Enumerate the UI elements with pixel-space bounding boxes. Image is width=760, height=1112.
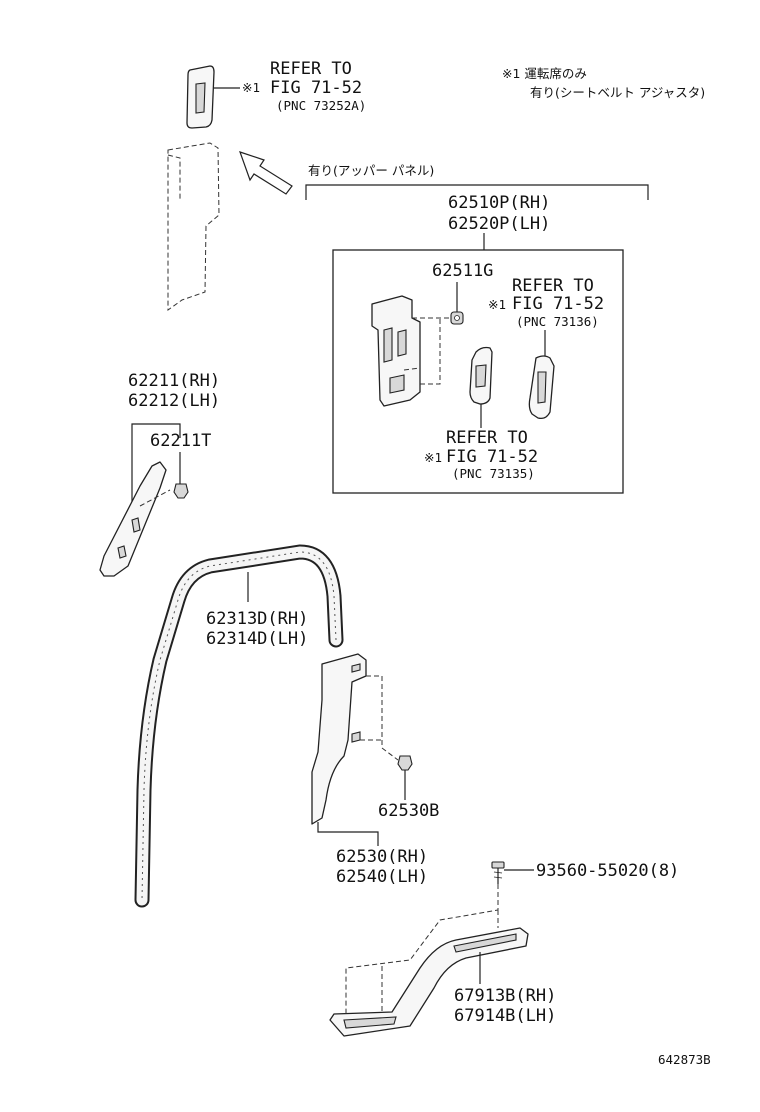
ref-top-line2: FIG 71-52 xyxy=(270,78,362,98)
clip-62511g xyxy=(450,311,464,325)
note-mark-mid: ※1 xyxy=(488,297,506,312)
clip-62211t xyxy=(173,483,189,499)
bracket-62211 xyxy=(131,423,181,520)
label-67913b: 67913B(RH) xyxy=(454,986,556,1006)
weatherstrip-62313d xyxy=(134,544,344,908)
ref-bot-line1: REFER TO xyxy=(446,428,528,448)
a-pillar-garnish-62211 xyxy=(99,461,171,577)
belt-adjuster-cover-73136 xyxy=(528,355,555,420)
ref-mid-line1: REFER TO xyxy=(512,276,594,296)
note-line2: 有り(シートベルト アジャスタ) xyxy=(530,85,705,100)
belt-bezel-73135 xyxy=(469,346,493,405)
label-62511g: 62511G xyxy=(432,261,493,281)
label-62520p: 62520P(LH) xyxy=(448,214,550,234)
drawing-number: 642873B xyxy=(658,1052,711,1067)
label-62510p: 62510P(RH) xyxy=(448,193,550,213)
label-62540: 62540(LH) xyxy=(336,867,428,887)
ref-mid-line2: FIG 71-52 xyxy=(512,294,604,314)
label-62212: 62212(LH) xyxy=(128,391,220,411)
ref-top-line1: REFER TO xyxy=(270,59,352,79)
upper-pillar-trim-dashed xyxy=(167,142,220,311)
label-62314d: 62314D(LH) xyxy=(206,629,308,649)
upper-panel-note: 有り(アッパー パネル) xyxy=(308,163,434,178)
screw-icon-93560 xyxy=(491,861,505,884)
bracket-62530 xyxy=(317,822,379,846)
clip-62530b xyxy=(397,755,413,771)
label-62211: 62211(RH) xyxy=(128,371,220,391)
ref-mid-line3: (PNC 73136) xyxy=(516,314,599,329)
bracket-upper-panel xyxy=(305,184,649,200)
label-62313d: 62313D(RH) xyxy=(206,609,308,629)
label-67914b: 67914B(LH) xyxy=(454,1006,556,1026)
note-line1: ※1 運転席のみ xyxy=(502,66,587,81)
ref-bot-line3: (PNC 73135) xyxy=(452,466,535,481)
detail-box xyxy=(332,249,624,494)
ref-bot-line2: FIG 71-52 xyxy=(446,447,538,467)
note-mark-top: ※1 xyxy=(242,80,260,95)
label-62530b: 62530B xyxy=(378,801,439,821)
label-93560: 93560-55020(8) xyxy=(536,861,679,881)
note-mark-bot: ※1 xyxy=(424,450,442,465)
lower-pillar-trim-62530 xyxy=(311,653,399,825)
seat-belt-adjuster-cover-top xyxy=(186,65,215,129)
scuff-plate-67913b xyxy=(329,884,529,1037)
ref-top-line3: (PNC 73252A) xyxy=(276,98,366,113)
upper-panel-62510p xyxy=(371,295,450,407)
label-62211t: 62211T xyxy=(150,431,211,451)
label-62530: 62530(RH) xyxy=(336,847,428,867)
arrow-icon xyxy=(239,151,293,195)
